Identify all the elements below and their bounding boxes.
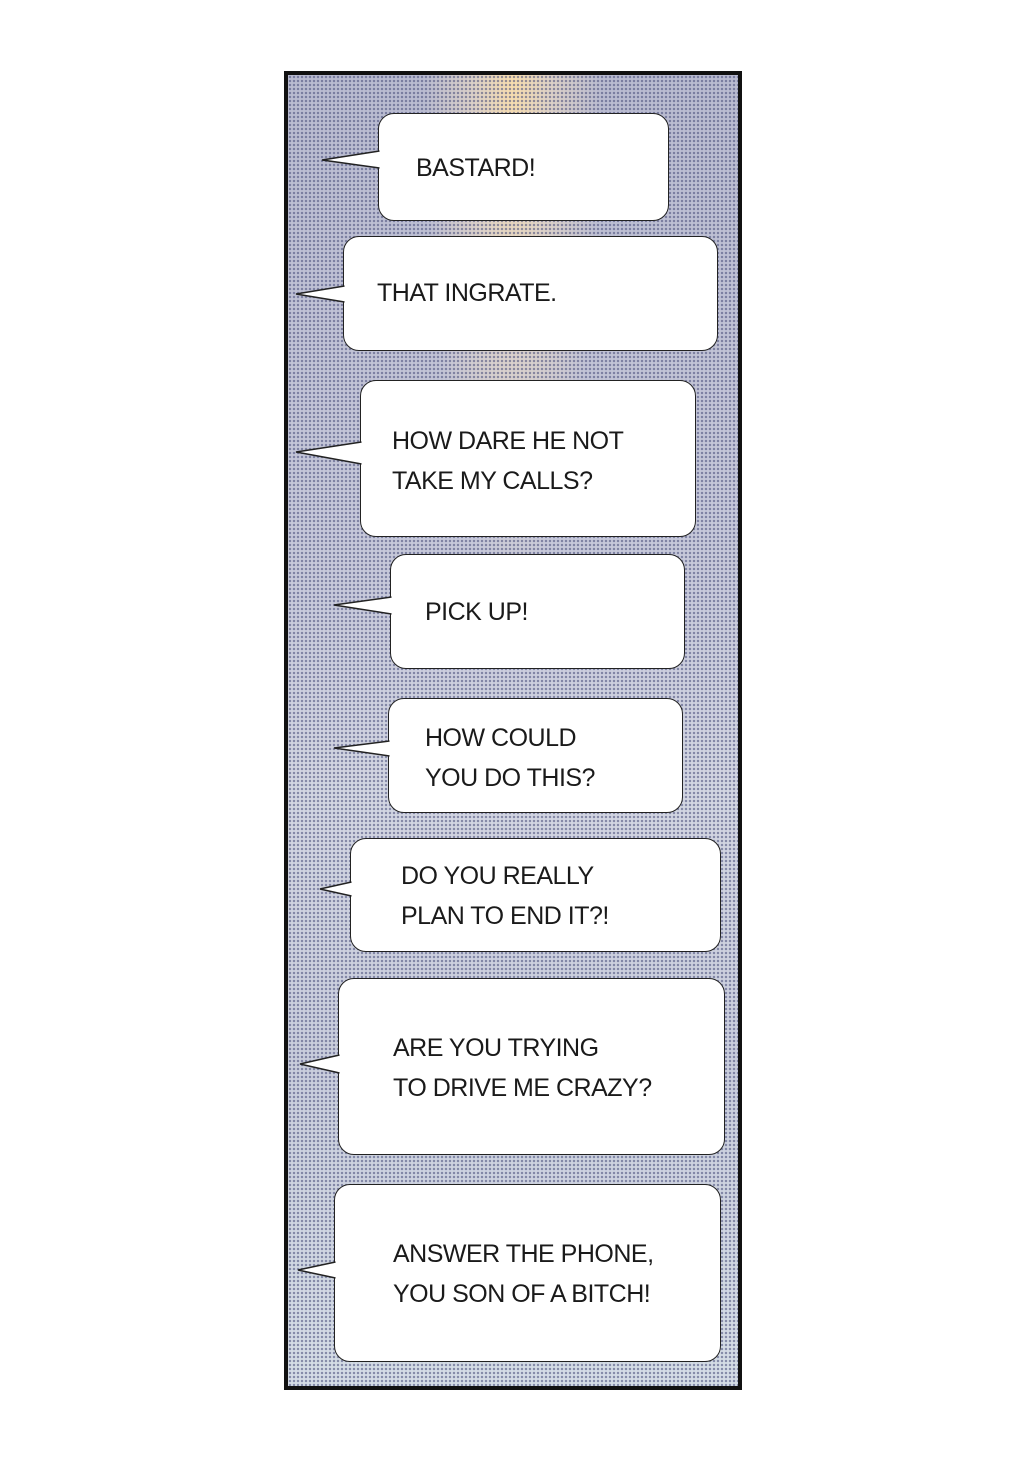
speech-bubble-2 (343, 236, 718, 351)
speech-bubble-8 (334, 1184, 721, 1362)
speech-bubble-6 (350, 838, 721, 952)
bubble-text: THAT INGRATE. (377, 279, 557, 307)
speech-bubble-3 (360, 380, 696, 537)
bubble-text: ANSWER THE PHONE,YOU SON OF A BITCH! (393, 1240, 654, 1308)
speech-bubble-7 (338, 978, 725, 1155)
bubble-text: PICK UP! (425, 598, 528, 626)
speech-bubble-1 (378, 113, 669, 221)
bubble-text: BASTARD! (416, 154, 536, 182)
